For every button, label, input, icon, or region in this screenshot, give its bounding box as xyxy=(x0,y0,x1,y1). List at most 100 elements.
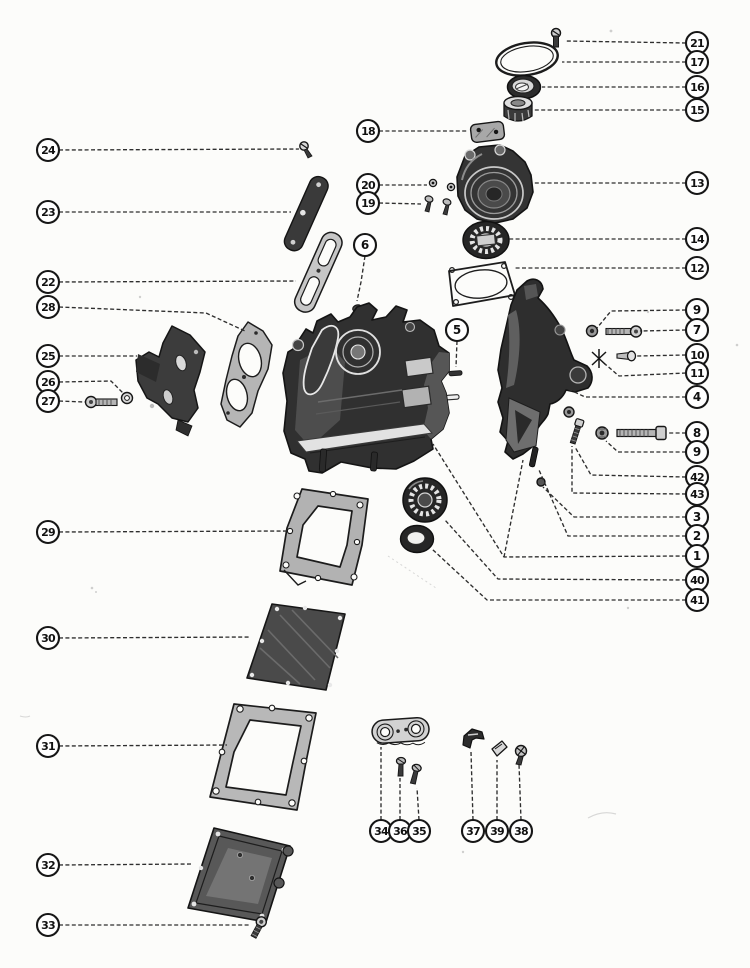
callout-number: 30 xyxy=(41,632,56,645)
callout-circle xyxy=(406,818,432,844)
callout-circle xyxy=(684,439,710,465)
callout-circle xyxy=(35,625,61,651)
callout-number: 3 xyxy=(693,510,701,524)
callout-number: 11 xyxy=(690,367,704,380)
callout-number: 20 xyxy=(361,179,376,192)
callout-number: 34 xyxy=(374,825,389,838)
baffle-plate-part-30 xyxy=(246,603,346,691)
callout-39-42: 39 xyxy=(484,818,510,844)
retainer-plate-part-18 xyxy=(469,120,506,144)
callout-1-18: 1 xyxy=(684,543,710,569)
leader-line-5 xyxy=(455,340,458,368)
callout-number: 12 xyxy=(690,262,704,275)
leader-line-38 xyxy=(518,763,522,821)
leader-line-2 xyxy=(538,469,686,537)
callout-number: 43 xyxy=(690,488,704,501)
callout-33-32: 33 xyxy=(35,912,61,938)
callout-number: 15 xyxy=(690,104,704,117)
callout-number: 29 xyxy=(41,526,55,539)
bolt-part-27 xyxy=(84,395,118,409)
screw-part-38 xyxy=(514,744,528,766)
callout-circle xyxy=(684,317,710,343)
callout-20-34: 20 xyxy=(355,172,381,198)
callout-number: 28 xyxy=(41,301,55,314)
callout-32-31: 32 xyxy=(35,852,61,878)
leader-line-9 xyxy=(605,440,686,453)
callout-number: 4 xyxy=(693,390,701,404)
leader-line-21 xyxy=(564,40,687,44)
leader-line-11 xyxy=(604,363,687,377)
callout-41-20: 41 xyxy=(684,587,710,613)
stud-part-2 xyxy=(529,446,539,468)
callout-number: 36 xyxy=(393,825,408,838)
callout-circle xyxy=(35,137,61,163)
callout-31-30: 31 xyxy=(35,733,61,759)
callout-circle xyxy=(35,733,61,759)
gasket-part-29 xyxy=(279,488,369,586)
callout-number: 7 xyxy=(693,323,701,337)
leader-line-42 xyxy=(574,446,687,478)
washer-part-26 xyxy=(120,391,134,405)
leader-line-35 xyxy=(416,787,420,821)
callout-number: 41 xyxy=(690,594,704,607)
screw-part-36 xyxy=(395,756,407,777)
leader-line-4 xyxy=(565,387,686,398)
callout-number: 33 xyxy=(41,919,55,932)
callout-number: 22 xyxy=(41,276,55,289)
callout-balloons-layer: 2117161513141297101148942433214041242322… xyxy=(35,30,710,938)
leader-line-26 xyxy=(58,380,125,395)
callout-15-3: 15 xyxy=(684,97,710,123)
leader-line-7 xyxy=(639,329,687,332)
callout-circle xyxy=(35,852,61,878)
callout-9-7: 9 xyxy=(684,297,710,323)
callout-number: 23 xyxy=(41,206,55,219)
leader-line-40 xyxy=(444,519,687,581)
callout-21-0: 21 xyxy=(684,30,710,56)
callout-circle xyxy=(684,384,710,410)
screw-part-35 xyxy=(409,763,422,785)
retainer-clamp-part-37 xyxy=(462,728,485,749)
callout-number: 42 xyxy=(690,471,704,484)
leader-line-28 xyxy=(58,306,246,332)
callout-circle xyxy=(684,49,710,75)
leader-line-1 xyxy=(503,459,524,558)
callout-22-23: 22 xyxy=(35,269,61,295)
callout-13-4: 13 xyxy=(684,170,710,196)
callout-number: 38 xyxy=(514,825,528,838)
callout-12-6: 12 xyxy=(684,255,710,281)
callout-number: 35 xyxy=(412,825,426,838)
callout-number: 1 xyxy=(693,549,701,563)
callout-23-22: 23 xyxy=(35,199,61,225)
screws-part-19 xyxy=(424,195,452,216)
callout-24-21: 24 xyxy=(35,137,61,163)
callout-number: 27 xyxy=(41,395,55,408)
callout-35-40: 35 xyxy=(406,818,432,844)
nut-part-42 xyxy=(563,406,575,418)
anchor-plate-part-34 xyxy=(371,717,430,746)
washers-part-20 xyxy=(428,178,456,192)
callout-circle xyxy=(684,255,710,281)
callout-circle xyxy=(484,818,510,844)
lock-clip-part-11 xyxy=(591,349,607,368)
callout-9-13: 9 xyxy=(684,439,710,465)
screw-part-24 xyxy=(299,141,313,159)
o-ring-part-17 xyxy=(495,41,559,77)
callout-circle xyxy=(684,97,710,123)
callout-circle xyxy=(35,912,61,938)
ball-bearing-part-14 xyxy=(462,220,510,260)
callout-number: 26 xyxy=(41,376,56,389)
reed-gasket-part-28 xyxy=(220,321,273,428)
leader-line-24 xyxy=(58,148,300,151)
callout-37-41: 37 xyxy=(460,818,486,844)
callout-36-39: 36 xyxy=(387,818,413,844)
screw-part-21 xyxy=(550,27,562,48)
callout-circle xyxy=(352,232,378,258)
callout-circle xyxy=(35,199,61,225)
callout-number: 9 xyxy=(693,303,701,317)
callout-circle xyxy=(35,294,61,320)
bearing-part-15 xyxy=(503,95,533,122)
callout-30-29: 30 xyxy=(35,625,61,651)
callout-circle xyxy=(444,317,470,343)
